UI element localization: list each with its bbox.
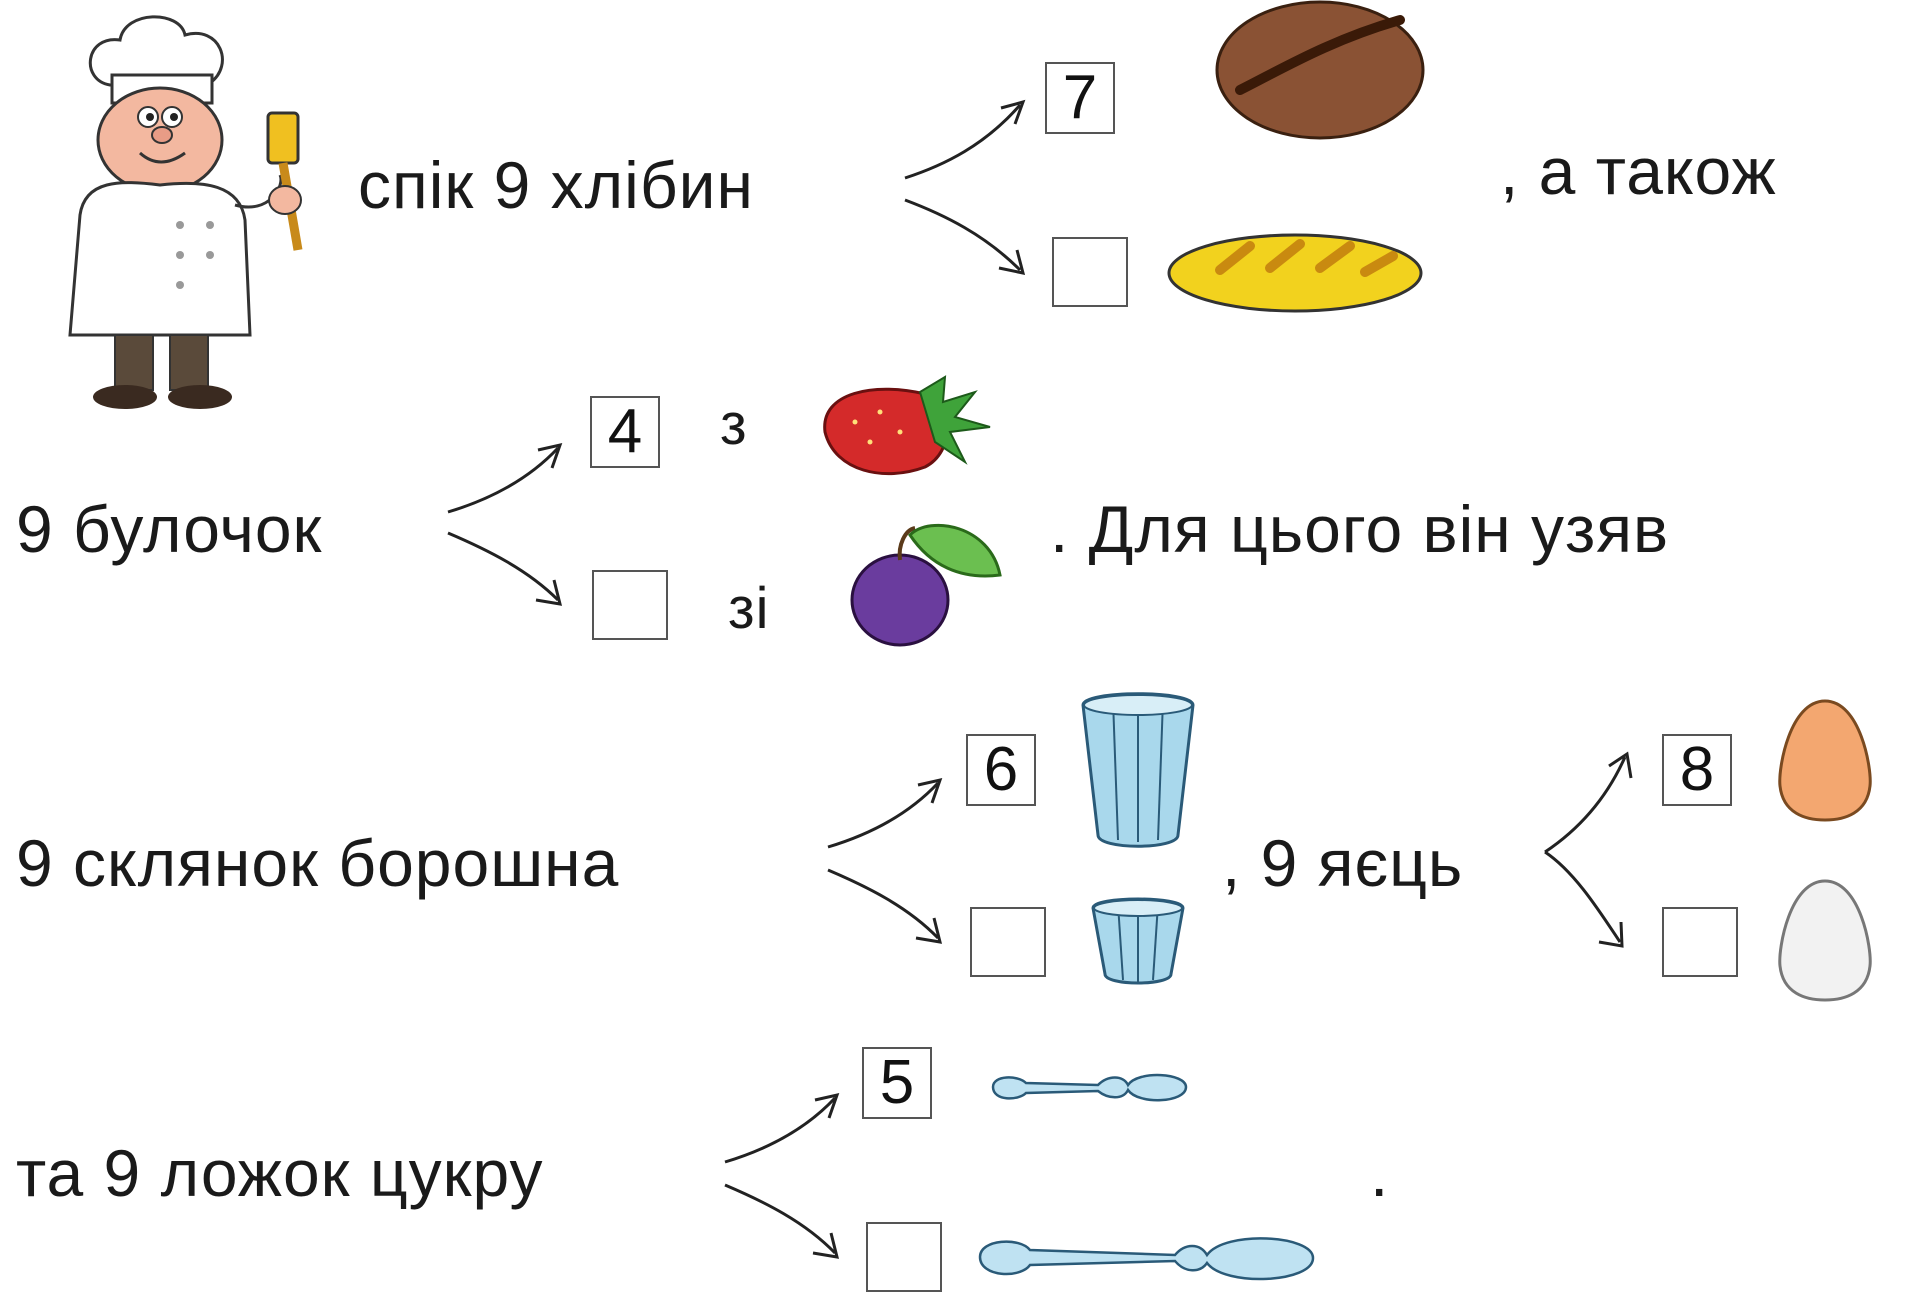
answer-box-teaspoon[interactable]: 5 (862, 1047, 932, 1119)
row2-tail: . Для цього він узяв (1050, 492, 1670, 566)
answer-box-strawberry[interactable]: 4 (590, 396, 660, 468)
arrow-icon (1544, 751, 1633, 948)
arrow-icon (904, 99, 1026, 275)
row2-text: 9 булочок (16, 492, 323, 566)
prep-zi: зі (728, 576, 770, 641)
answer-box-plum[interactable] (592, 570, 668, 640)
row4-tail: . (1370, 1136, 1390, 1210)
row3-text: 9 склянок борошна (16, 826, 620, 900)
short-glass-icon (1091, 897, 1185, 985)
answer-box-bread-round[interactable]: 7 (1045, 62, 1115, 134)
strawberry-icon (823, 375, 991, 475)
prep-z: з (720, 392, 748, 457)
row1-tail: , а також (1500, 134, 1777, 208)
arrow-icon (724, 1092, 840, 1259)
tall-glass-icon (1081, 692, 1195, 848)
round-bread-icon (1215, 0, 1425, 140)
answer-box-white-egg[interactable] (1662, 907, 1738, 977)
white-egg-icon (1778, 879, 1872, 1002)
tablespoon-icon (978, 1237, 1315, 1281)
row1-text: спік 9 хлібин (358, 148, 754, 222)
long-loaf-icon (1167, 233, 1423, 313)
brown-egg-icon (1778, 699, 1872, 822)
answer-box-tall-glass[interactable]: 6 (966, 734, 1036, 806)
arrow-icon (827, 777, 943, 944)
teaspoon-icon (991, 1073, 1188, 1102)
answer-box-bread-loaf[interactable] (1052, 237, 1128, 307)
plum-icon (850, 523, 1002, 647)
answer-box-brown-egg[interactable]: 8 (1662, 734, 1732, 806)
answer-box-tablespoon[interactable] (866, 1222, 942, 1292)
arrow-icon (447, 442, 563, 606)
chef-icon (68, 15, 303, 409)
row3-mid: , 9 яєць (1222, 826, 1464, 900)
answer-box-short-glass[interactable] (970, 907, 1046, 977)
row4-text: та 9 ложок цукру (16, 1136, 544, 1210)
